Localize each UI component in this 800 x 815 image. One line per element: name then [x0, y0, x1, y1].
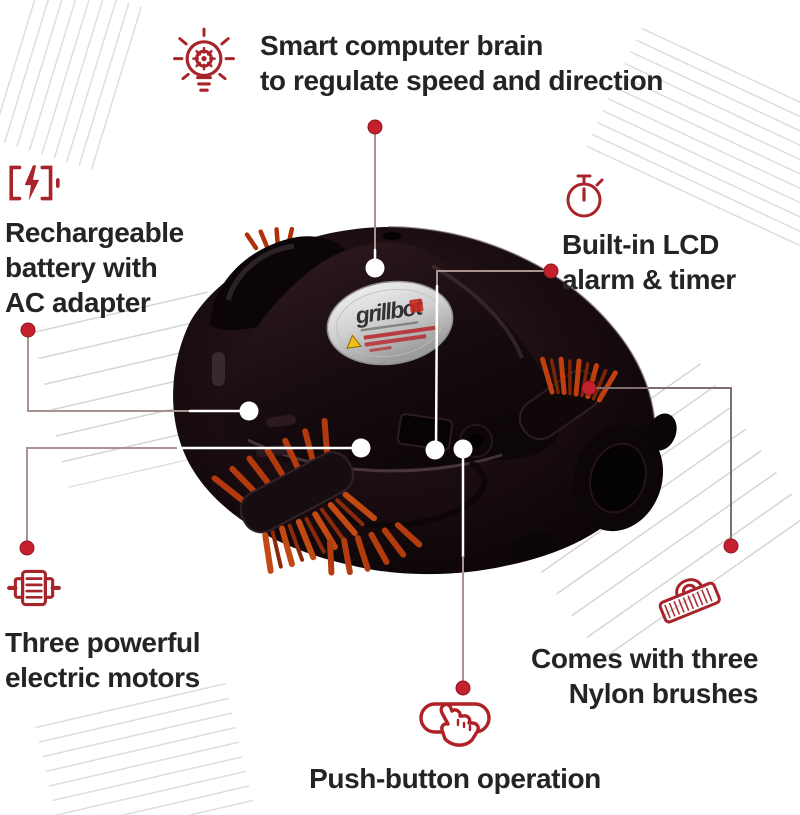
callout-motors: Three powerful electric motors [5, 562, 200, 695]
motor-icon [7, 569, 61, 607]
bulb-gear-icon [173, 27, 235, 92]
callout-timer: Built-in LCD alarm & timer [562, 170, 736, 297]
callout-battery: Rechargeable battery with AC adapter [5, 162, 184, 320]
timer-label-line1: Built-in LCD [562, 229, 719, 260]
brain-label-line1: Smart computer brain [260, 30, 543, 61]
motors-label-line2: electric motors [5, 662, 200, 693]
left-brush-assembly [211, 417, 377, 574]
brand-label: grillbot [326, 280, 454, 366]
timer-label-line2: alarm & timer [562, 264, 736, 295]
lcd-screen [396, 413, 454, 451]
right-wheel [572, 413, 677, 532]
battery-label-line3: AC adapter [5, 287, 151, 318]
battery-label-line2: battery with [5, 252, 158, 283]
callout-lines [26, 133, 732, 682]
button-label-line1: Push-button operation [309, 763, 601, 794]
stopwatch-icon [566, 174, 604, 218]
callout-brushes: Comes with three Nylon brushes [478, 558, 758, 711]
motors-label-line1: Three powerful [5, 627, 201, 658]
push-button-icon [419, 702, 491, 747]
brush-icon [658, 578, 721, 624]
callout-dots [19, 119, 739, 696]
left-brush-scatter [327, 522, 423, 576]
callout-brain: Smart computer brain to regulate speed a… [170, 26, 663, 106]
brushes-label-line2: Nylon brushes [568, 678, 759, 709]
brush-tuft-upper-left [244, 226, 295, 251]
robot-body: grillbot [173, 226, 677, 576]
brain-label-line2: to regulate speed and direction [260, 65, 664, 96]
battery-charge-icon [9, 165, 60, 201]
right-brush-bristles [540, 356, 618, 403]
battery-label-line1: Rechargeable [5, 217, 184, 248]
top-vent-hole [383, 232, 401, 240]
brushes-label-line1: Comes with three [531, 643, 758, 674]
callout-button: Push-button operation [280, 694, 630, 796]
